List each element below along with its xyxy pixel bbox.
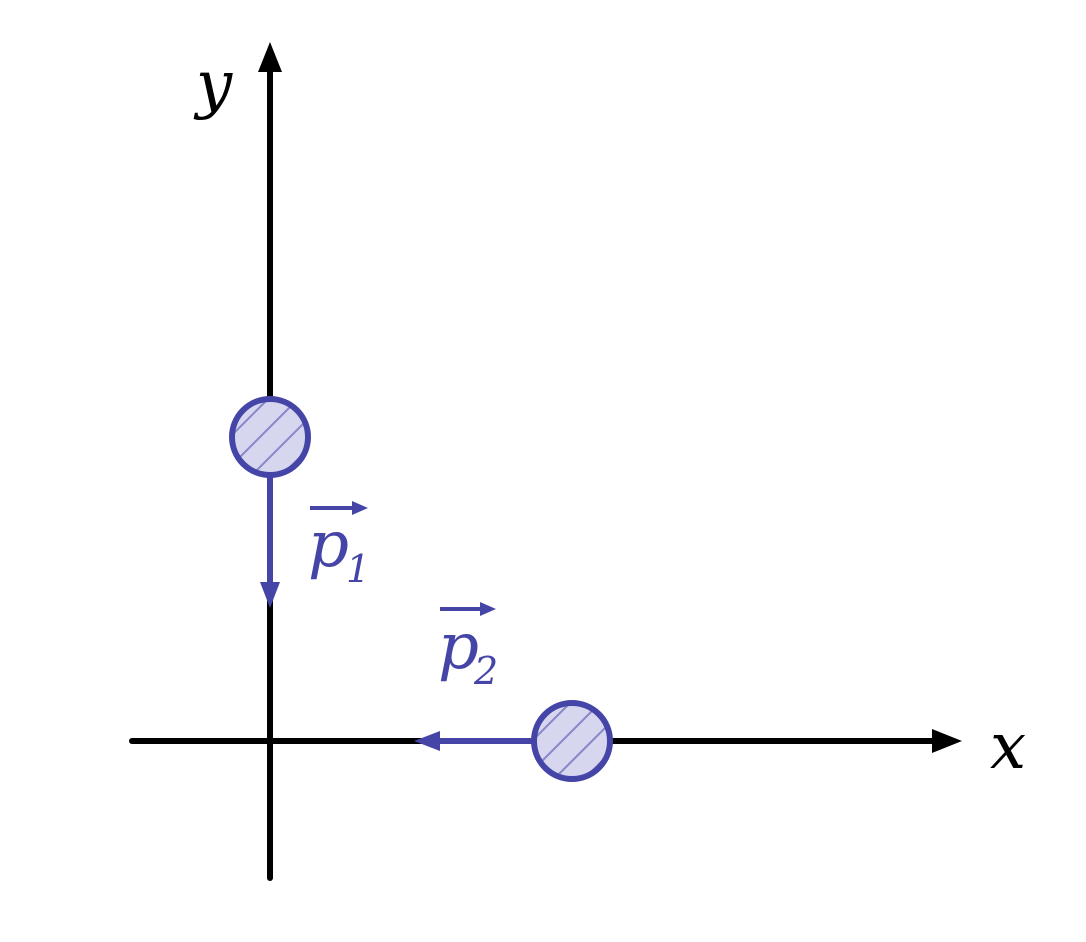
particle-1 — [229, 396, 311, 478]
vector-p2-label: p 2 — [438, 602, 498, 693]
particle-1-outline — [229, 396, 311, 478]
particle-2 — [531, 700, 613, 782]
vector-p1-symbol: p — [308, 508, 349, 582]
vector-p2 — [414, 731, 534, 751]
vector-p2-arrowhead — [414, 731, 440, 751]
particle-2-outline — [531, 700, 613, 782]
particle-2-body — [534, 703, 610, 779]
particle-1-body — [232, 399, 308, 475]
vector-p1-label-overarrow-head — [352, 501, 368, 515]
vector-p1-subscript: 1 — [346, 547, 370, 591]
vector-p1-label: p 1 — [308, 501, 370, 591]
x-axis-arrowhead — [932, 729, 962, 753]
vector-p1 — [260, 475, 280, 608]
x-axis-label: x — [990, 710, 1026, 784]
vector-p2-label-overarrow-head — [480, 602, 496, 616]
y-axis-arrowhead — [258, 42, 282, 72]
y-axis-label: y — [193, 48, 233, 122]
vector-p1-arrowhead — [260, 582, 280, 608]
vector-p2-symbol: p — [438, 610, 479, 684]
vector-p2-subscript: 2 — [473, 649, 498, 693]
